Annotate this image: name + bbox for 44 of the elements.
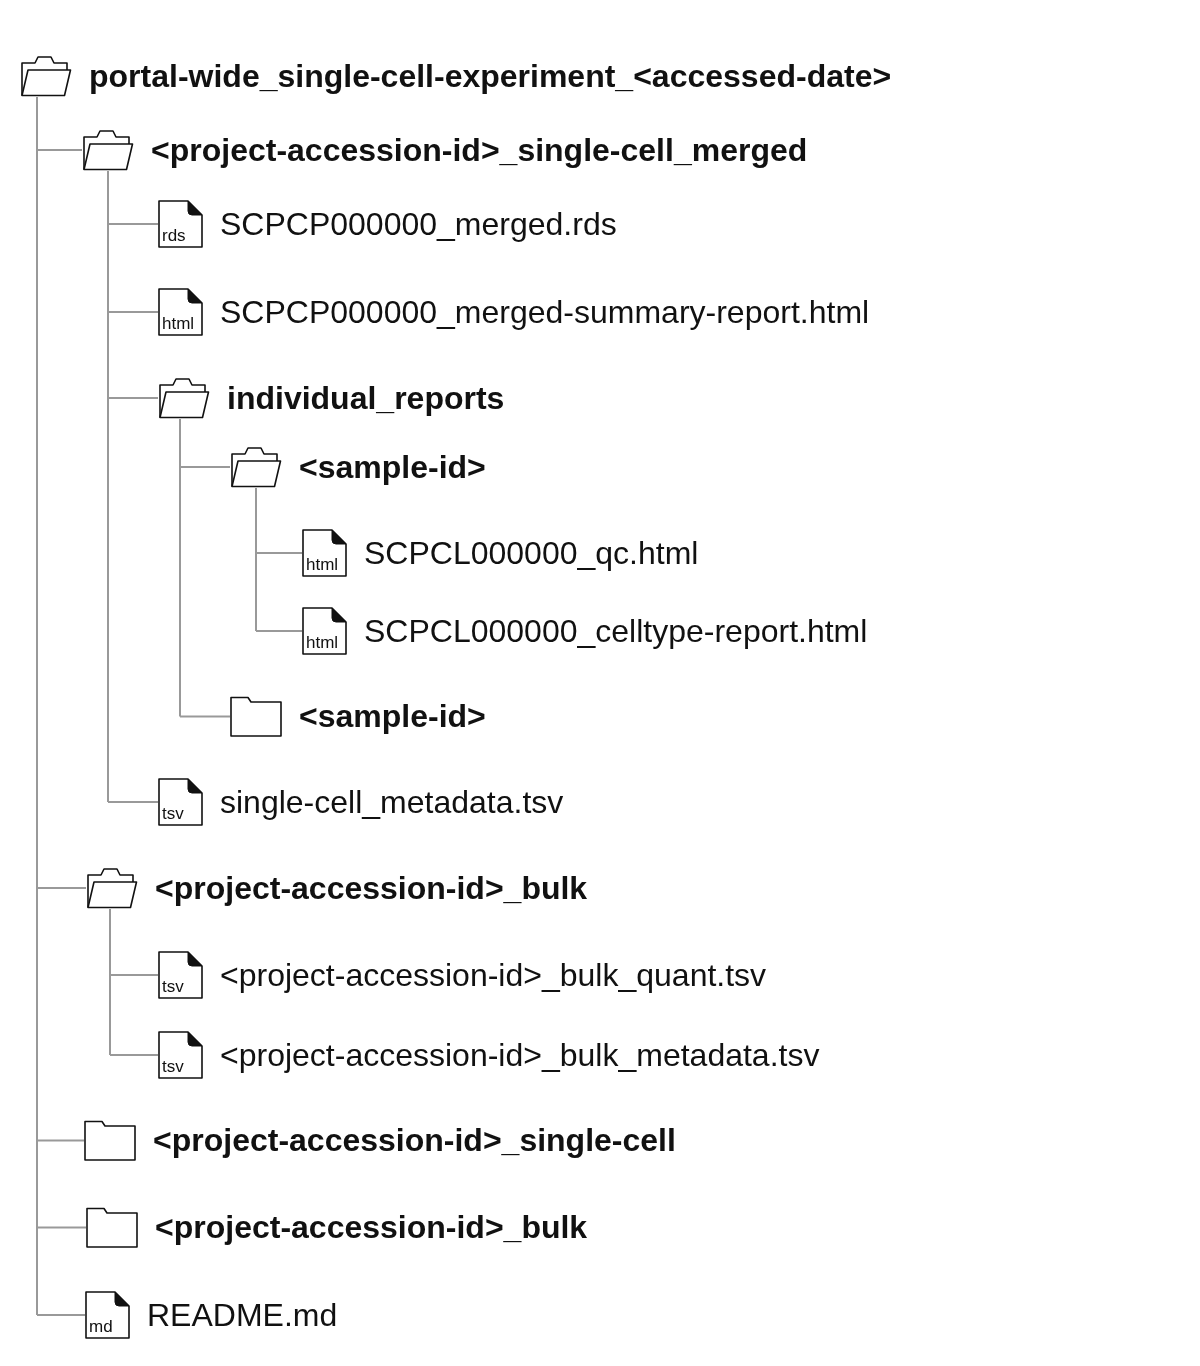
tree-connector [179,466,231,468]
folder-name: <sample-id> [299,448,486,486]
folder-name: <project-accession-id>_bulk [155,1209,588,1246]
file-type-label: html [306,634,339,651]
file-name: <project-accession-id>_bulk_metadata.tsv [220,1036,820,1074]
file-type-label: rds [162,227,186,244]
tree-connector [107,311,159,313]
folder-name: portal-wide_single-cell-experiment_<accessed-date> [89,57,892,95]
file-name: single-cell_metadata.tsv [220,783,564,821]
file-type-label: html [306,556,339,573]
tree-connector [36,1226,87,1229]
file-name: README.md [147,1296,338,1334]
file-type-label: tsv [162,805,184,822]
tree-connector [107,801,159,803]
folder-name: <project-accession-id>_single-cell [153,1122,676,1159]
tree-connector [109,1054,159,1056]
file-name: SCPCL000000_celltype-report.html [364,612,868,650]
tree-connector [255,630,303,632]
tree-connector [109,908,111,1056]
tree-connector [255,487,257,632]
tree-connector [107,397,159,399]
folder-name: <sample-id> [299,698,486,735]
folder-name: <project-accession-id>_single-cell_merged [151,131,808,169]
folder-name: individual_reports [227,379,505,417]
tree-connector [179,715,231,718]
folder-name: <project-accession-id>_bulk [155,869,588,907]
file-name: <project-accession-id>_bulk_quant.tsv [220,956,767,994]
tree-connector [36,149,83,151]
tree-connector [255,552,303,554]
tree-connector [107,170,109,803]
tree-connector [36,96,38,1316]
tree-connector [36,1139,85,1142]
file-type-label: md [89,1318,113,1335]
tree-connector [109,974,159,976]
file-type-label: tsv [162,978,184,995]
file-type-label: tsv [162,1058,184,1075]
file-name: SCPCP000000_merged-summary-report.html [220,293,870,331]
tree-connector [36,1314,86,1316]
file-name: SCPCL000000_qc.html [364,534,699,572]
tree-connector [107,223,159,225]
tree-connector [36,887,87,889]
tree-connector [179,418,181,718]
file-name: SCPCP000000_merged.rds [220,205,617,243]
file-type-label: html [162,315,195,332]
